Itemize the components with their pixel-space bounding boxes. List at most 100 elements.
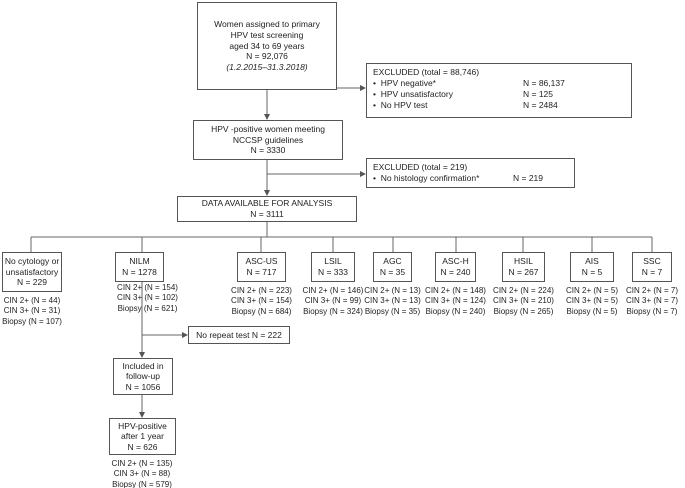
category-count: N = 35 xyxy=(379,267,406,277)
category-name: HSIL xyxy=(514,256,533,267)
biopsy-count: Biopsy (N = 240) xyxy=(425,306,486,316)
cin3-count: CIN 3+ (N = 31) xyxy=(3,306,61,316)
biopsy-count: Biopsy (N = 107) xyxy=(2,316,62,326)
population-line: HPV test screening xyxy=(230,30,304,41)
box-count: N = 1056 xyxy=(125,381,161,392)
category-count: N = 240 xyxy=(440,267,471,277)
box-line: after 1 year xyxy=(121,431,164,442)
box-line: HPV -positive women meeting xyxy=(211,124,325,135)
category-name: SSC xyxy=(643,256,661,267)
excluded-label: HPV negative* xyxy=(380,78,436,89)
excluded-value: N = 219 xyxy=(513,173,544,184)
biopsy-count: Biopsy (N = 684) xyxy=(231,306,292,316)
category-stats: CIN 2+ (N = 148)CIN 3+ (N = 124)Biopsy (… xyxy=(425,286,486,317)
hpv-positive-box: HPV -positive women meeting NCCSP guidel… xyxy=(193,120,343,160)
category-count: N = 1278 xyxy=(122,267,157,277)
cin3-count: CIN 3+ (N = 88) xyxy=(113,469,171,479)
biopsy-count: Biopsy (N = 324) xyxy=(303,306,363,316)
cin3-count: CIN 3+ (N = 99) xyxy=(304,296,362,306)
population-line: Women assigned to primary xyxy=(214,19,320,30)
cin2-count: CIN 2+ (N = 224) xyxy=(493,286,554,295)
no-repeat-test-box: No repeat test N = 222 xyxy=(188,326,290,344)
category-stats: CIN 2+ (N = 5)CIN 3+ (N = 5)Biopsy (N = … xyxy=(566,286,618,317)
category-stats: CIN 2+ (N = 146)CIN 3+ (N = 99)Biopsy (N… xyxy=(303,286,364,317)
excluded-box-1: EXCLUDED (total = 88,746) • HPV negative… xyxy=(366,63,632,118)
population-count: N = 92,076 xyxy=(246,51,288,62)
cin2-count: CIN 2+ (N = 146) xyxy=(302,286,364,295)
cin2-count: CIN 2+ (N = 135) xyxy=(111,459,173,468)
excluded-box-2: EXCLUDED (total = 219) • No histology co… xyxy=(366,158,575,188)
excluded-value: N = 86,137 xyxy=(523,78,565,89)
category-stats: CIN 2+ (N = 154)CIN 3+ (N = 102)Biopsy (… xyxy=(117,283,178,314)
cin3-count: CIN 3+ (N = 5) xyxy=(565,296,619,306)
category-count: N = 7 xyxy=(641,267,663,277)
cin2-count: CIN 2+ (N = 154) xyxy=(117,283,178,292)
cin2-count: CIN 2+ (N = 223) xyxy=(231,286,292,295)
excluded-value: N = 125 xyxy=(523,89,554,100)
biopsy-count: Biopsy (N = 35) xyxy=(364,306,421,316)
cin2-count: CIN 2+ (N = 44) xyxy=(3,296,61,305)
cin3-count: CIN 3+ (N = 13) xyxy=(364,296,421,306)
box-line: HPV-positive xyxy=(118,420,167,431)
category-name: AIS xyxy=(585,256,599,267)
population-line: aged 34 to 69 years xyxy=(229,40,305,51)
excluded-item: • No histology confirmation*N = 219 xyxy=(373,173,544,184)
category-count: N = 5 xyxy=(581,267,603,277)
category-count: N = 229 xyxy=(16,277,47,288)
category-count: N = 717 xyxy=(246,267,277,277)
excluded-title: EXCLUDED (total = 219) xyxy=(373,162,468,172)
category-name: NILM xyxy=(129,256,150,267)
cin3-count: CIN 3+ (N = 154) xyxy=(231,296,292,306)
follow-up-box: Included in follow-up N = 1056 xyxy=(113,358,173,395)
category-name: LSIL xyxy=(324,256,342,267)
biopsy-count: Biopsy (N = 7) xyxy=(626,306,678,316)
box-line: follow-up xyxy=(125,371,161,382)
category-name: ASC-H xyxy=(442,256,469,267)
cin3-count: CIN 3+ (N = 7) xyxy=(625,296,679,306)
box-line: NCCSP guidelines xyxy=(232,134,304,145)
cin2-count: CIN 2+ (N = 148) xyxy=(425,286,486,295)
biopsy-count: Biopsy (N = 579) xyxy=(112,479,172,488)
category-count: N = 333 xyxy=(317,267,348,277)
biopsy-count: Biopsy (N = 265) xyxy=(493,306,554,316)
data-available-box: DATA AVAILABLE FOR ANALYSIS N = 3111 xyxy=(177,196,357,222)
excluded-label: No histology confirmation* xyxy=(380,173,480,184)
box-count: N = 3111 xyxy=(250,209,284,219)
excluded-value: N = 2484 xyxy=(523,100,558,111)
cin2-count: CIN 2+ (N = 13) xyxy=(364,286,421,295)
cin3-count: CIN 3+ (N = 210) xyxy=(493,296,554,306)
after-1-year-stats: CIN 2+ (N = 135) CIN 3+ (N = 88) Biopsy … xyxy=(112,459,173,488)
population-period: (1.2.2015–31.3.2018) xyxy=(226,61,308,72)
category-stats: CIN 2+ (N = 224)CIN 3+ (N = 210)Biopsy (… xyxy=(493,286,554,317)
box-count: N = 3330 xyxy=(250,145,286,156)
box-count: N = 626 xyxy=(127,441,158,452)
category-name: No cytology or unsatisfactory xyxy=(4,256,60,277)
category-stats: CIN 2+ (N = 7)CIN 3+ (N = 7)Biopsy (N = … xyxy=(626,286,678,317)
category-stats: CIN 2+ (N = 44)CIN 3+ (N = 31)Biopsy (N … xyxy=(2,296,62,327)
excluded-label: HPV unsatisfactory xyxy=(380,89,453,100)
category-stats: CIN 2+ (N = 13)CIN 3+ (N = 13)Biopsy (N … xyxy=(364,286,420,317)
hpv-positive-after-1-year-box: HPV-positive after 1 year N = 626 xyxy=(109,418,176,455)
box-line: DATA AVAILABLE FOR ANALYSIS xyxy=(201,198,333,209)
excluded-item: • HPV negative*N = 86,137 xyxy=(373,78,565,89)
population-box: Women assigned to primary HPV test scree… xyxy=(197,2,337,90)
box-line: Included in xyxy=(122,360,164,371)
category-name: AGC xyxy=(383,256,402,267)
category-name: ASC-US xyxy=(245,256,278,267)
cin2-count: CIN 2+ (N = 7) xyxy=(625,286,679,295)
category-count: N = 267 xyxy=(508,267,539,277)
cin3-count: CIN 3+ (N = 124) xyxy=(425,296,486,306)
cin3-count: CIN 3+ (N = 102) xyxy=(117,293,178,303)
category-stats: CIN 2+ (N = 223)CIN 3+ (N = 154)Biopsy (… xyxy=(231,286,292,317)
